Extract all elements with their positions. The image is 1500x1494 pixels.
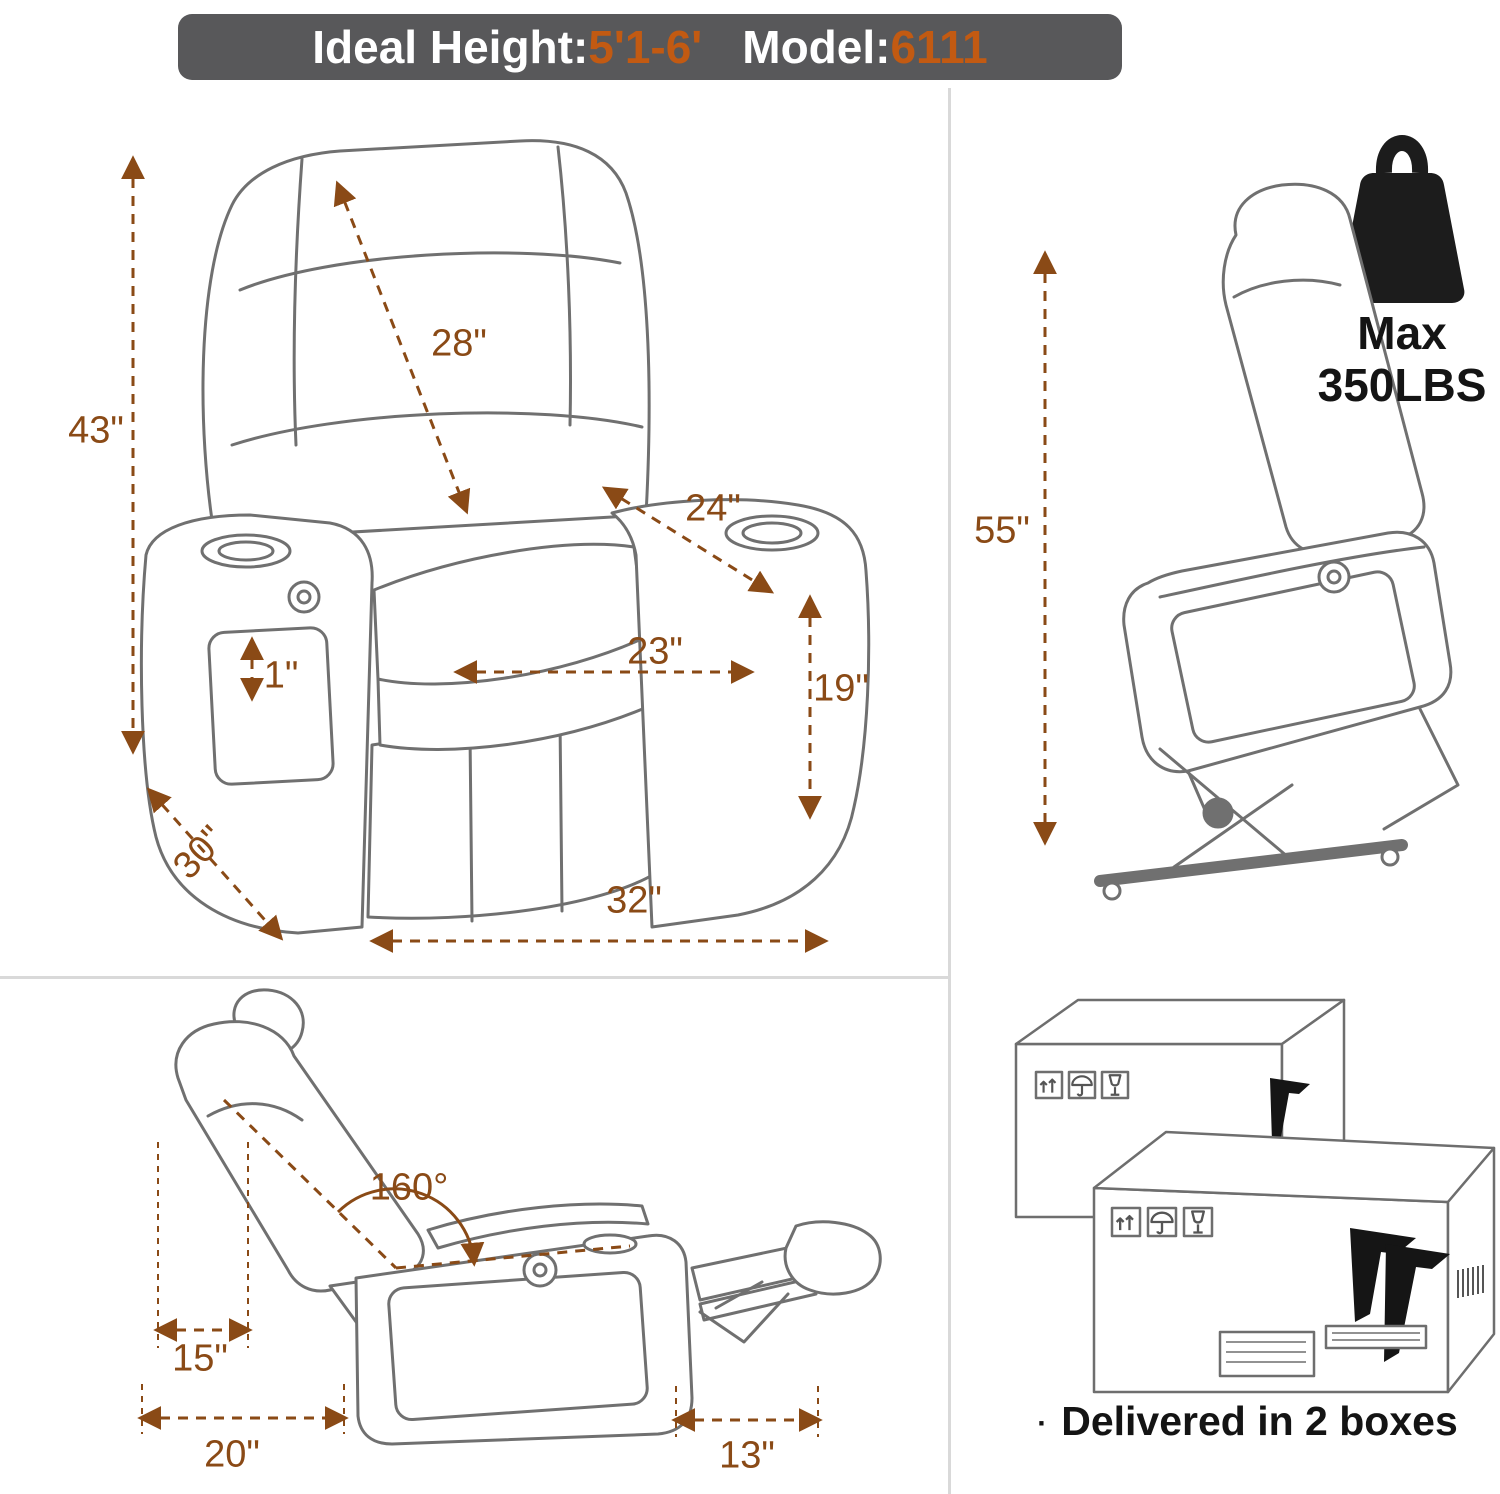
ideal-height-value: 5'1-6' [588, 21, 703, 73]
arrow-24 [601, 486, 775, 594]
dim-label-seat-height: 19" [813, 667, 869, 710]
side-view-lift-diagram [1033, 135, 1465, 901]
model-value: 6111 [890, 21, 988, 73]
boxes-drawing [1014, 998, 1496, 1394]
dim-label-lift-height: 55" [974, 509, 1030, 552]
dim-label-footrest: 13" [719, 1434, 775, 1477]
dimension-arrows-front [121, 155, 829, 953]
arrow-28 [333, 180, 471, 515]
arrow-30 [146, 787, 284, 941]
dim-label-gap: 1" [263, 654, 299, 697]
max-weight-line2: 350LBS [1317, 358, 1487, 411]
delivery-boxes-diagram [1014, 998, 1496, 1394]
dim-label-recline-angle: 160° [369, 1166, 449, 1209]
reclined-view-diagram [137, 988, 882, 1446]
lift-base-mechanism [1094, 707, 1460, 901]
dimension-arrows-reclined [137, 1142, 823, 1437]
dim-label-seat-width: 23" [627, 630, 683, 673]
max-weight-text: Max 350LBS [1302, 307, 1500, 411]
barcode [1457, 1265, 1484, 1298]
weight-icon [1339, 135, 1465, 303]
handling-icons-front [1110, 1206, 1214, 1238]
header-banner: Ideal Height:5'1-6' Model:6111 [178, 14, 1122, 80]
dim-label-base-depth: 20" [204, 1433, 260, 1476]
max-weight-line1: Max [1357, 307, 1447, 359]
dim-label-overall-width: 32" [606, 879, 662, 922]
recliner-front-drawing [139, 139, 871, 935]
dim-label-backrest: 28" [431, 322, 487, 365]
dim-label-overall-height: 43" [68, 409, 124, 452]
angle-annotation [222, 1098, 631, 1270]
front-box [1092, 1130, 1496, 1394]
lift-chair-drawing [1094, 182, 1460, 901]
cup-holder-reclined [582, 1233, 638, 1255]
handling-icons-back [1034, 1070, 1130, 1100]
dim-label-back-travel: 15" [172, 1337, 228, 1380]
bullet-dot: · [1037, 1407, 1048, 1441]
shipping-labels [1218, 1324, 1428, 1378]
divider-vertical [948, 88, 951, 1494]
reclined-chair-drawing [174, 988, 882, 1446]
ideal-height-label: Ideal Height: [312, 21, 589, 73]
dim-label-seat-diagonal: 24" [685, 487, 741, 530]
divider-horizontal [0, 976, 948, 979]
angle-arc-160 [336, 1187, 485, 1267]
brand-logo-back [1270, 1078, 1310, 1142]
delivered-text: Delivered in 2 boxes [1061, 1398, 1458, 1444]
model-label: Model: [742, 21, 891, 73]
front-view-diagram [121, 139, 871, 953]
delivered-note: · Delivered in 2 boxes [995, 1398, 1500, 1445]
